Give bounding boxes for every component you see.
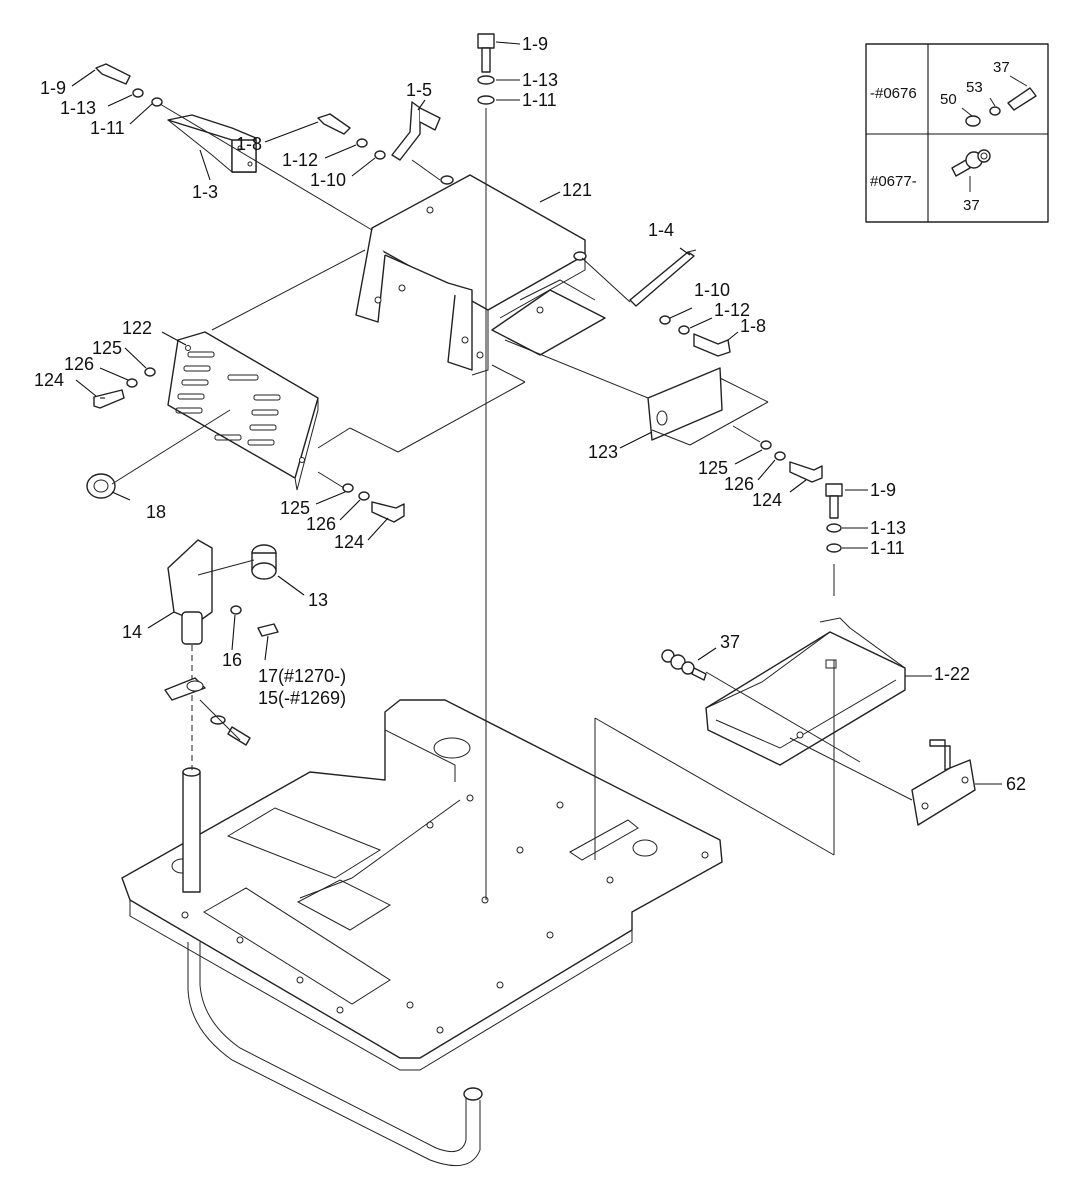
inset-serial-1: -#0676 — [870, 85, 917, 102]
callout-1-5: 1-5 — [406, 80, 432, 100]
callout-1-4: 1-4 — [648, 220, 674, 240]
side-bracket-1-3 — [167, 114, 257, 173]
inset-part-50: 50 — [940, 91, 957, 108]
tray-1-22 — [705, 617, 906, 766]
callout-125-left: 125 — [92, 338, 122, 358]
lever-rod — [182, 767, 201, 893]
callout-1-13-right: 1-13 — [870, 518, 906, 538]
callout-123: 123 — [588, 442, 618, 462]
bracket-62 — [911, 739, 976, 826]
callout-126-left: 126 — [64, 354, 94, 374]
main-bracket-121 — [355, 174, 606, 376]
floor-plate — [121, 699, 723, 1167]
callout-16: 16 — [222, 650, 242, 670]
hardware — [93, 33, 843, 681]
inset-part-37a: 37 — [993, 59, 1010, 76]
callout-126-right: 126 — [724, 474, 754, 494]
callout-1-8-top: 1-8 — [236, 134, 262, 154]
leader-lines — [71, 41, 1002, 900]
callout-1-10-top: 1-10 — [310, 170, 346, 190]
plate-1-4 — [629, 249, 697, 307]
callout-1-13-left: 1-13 — [60, 98, 96, 118]
callout-1-11-right: 1-11 — [870, 538, 905, 558]
callout-1-11-top: 1-11 — [522, 90, 557, 110]
cap-13 — [251, 544, 277, 580]
callout-15: 15(-#1269) — [258, 688, 346, 708]
inset-serial-2: #0677- — [870, 173, 917, 190]
callout-1-9-right: 1-9 — [870, 480, 896, 500]
callout-124-left: 124 — [34, 370, 64, 390]
callout-124-right: 124 — [752, 490, 782, 510]
callout-14: 14 — [122, 622, 142, 642]
callout-1-13-top: 1-13 — [522, 70, 558, 90]
callout-1-8-right: 1-8 — [740, 316, 766, 336]
callout-124-bottom: 124 — [334, 532, 364, 552]
inset-bolt-assembly-icon — [951, 149, 991, 192]
callout-122: 122 — [122, 318, 152, 338]
plate-123 — [647, 367, 723, 441]
callout-1-12-top: 1-12 — [282, 150, 318, 170]
serial-inset-table: -#0676 #0677- 37 53 50 37 — [865, 43, 1049, 223]
callout-1-9-left: 1-9 — [40, 78, 66, 98]
callout-125-right: 125 — [698, 458, 728, 478]
inset-bolt-icon — [961, 75, 1037, 127]
callout-1-10-right: 1-10 — [694, 280, 730, 300]
callout-1-9-top: 1-9 — [522, 34, 548, 54]
callout-37: 37 — [720, 632, 740, 652]
callout-1-3: 1-3 — [192, 182, 218, 202]
vented-cover-122 — [167, 331, 319, 491]
callout-1-22: 1-22 — [934, 664, 970, 684]
inset-part-37b: 37 — [963, 197, 980, 214]
callout-labels: 1-9 1-13 1-11 1-9 1-13 1-11 1-5 1-8 1-12… — [34, 34, 1026, 794]
inset-part-53: 53 — [966, 79, 983, 96]
bush-18 — [86, 473, 116, 499]
callout-1-11-left: 1-11 — [90, 118, 125, 138]
rod-clamp — [164, 677, 251, 746]
plate-1-5 — [391, 101, 441, 161]
callout-17: 17(#1270-) — [258, 666, 346, 686]
callout-62: 62 — [1006, 774, 1026, 794]
callout-121: 121 — [562, 180, 592, 200]
callout-18: 18 — [146, 502, 166, 522]
callout-126-bottom: 126 — [306, 514, 336, 534]
callout-1-12-right: 1-12 — [714, 300, 750, 320]
callout-125-bottom: 125 — [280, 498, 310, 518]
lever-knob-14 — [167, 539, 213, 645]
callout-13: 13 — [308, 590, 328, 610]
